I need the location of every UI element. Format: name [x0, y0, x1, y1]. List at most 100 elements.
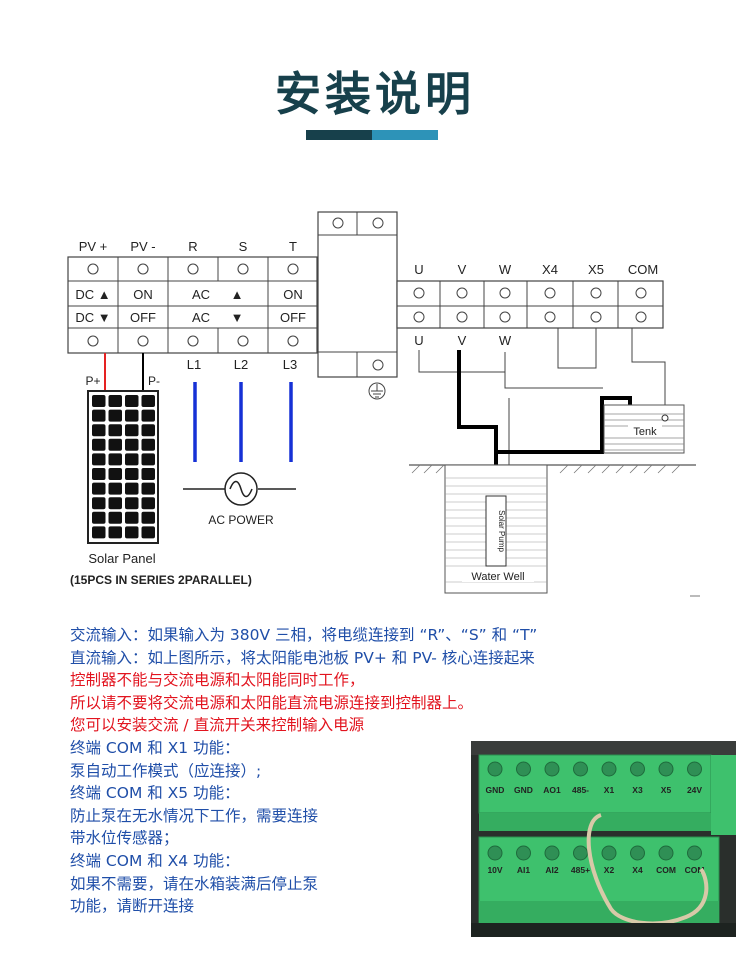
terminal-label: AI1 — [517, 865, 531, 875]
terminal-screw — [544, 761, 560, 777]
label-r: R — [188, 239, 197, 254]
solar-cell — [108, 497, 122, 510]
solar-cell — [141, 395, 155, 407]
terminal-screw — [573, 761, 588, 777]
title-underline-accent — [372, 130, 438, 140]
solar-cell — [141, 497, 155, 510]
note-line: 终端 COM 和 X1 功能： — [70, 738, 240, 757]
title-underline-dark — [306, 130, 372, 140]
solar-pump — [485, 495, 507, 567]
solar-cell — [92, 409, 106, 422]
solar-cell — [92, 497, 106, 510]
installation-notes: 交流输入：如果输入为 380V 三相，将电缆连接到 “R”、“S” 和 “T” … — [70, 624, 630, 918]
solar-cell — [92, 453, 106, 466]
jumper-wire — [586, 813, 709, 926]
label-pv-minus: PV - — [130, 239, 155, 254]
solar-cell — [125, 482, 139, 495]
solar-cell — [108, 424, 122, 437]
terminal-screw — [658, 761, 674, 777]
terminal-label: 24V — [687, 785, 702, 795]
terminal-label: AO1 — [543, 785, 561, 795]
terminal-screw — [658, 845, 674, 861]
label-off-2: OFF — [280, 310, 306, 325]
terminal-label: GND — [486, 785, 505, 795]
label-dc-up: DC ▲ — [75, 287, 110, 302]
terminal-screw — [487, 845, 503, 861]
solar-cell — [92, 424, 106, 437]
solar-cell — [108, 438, 122, 451]
note-line: 功能，请断开连接 — [70, 897, 195, 916]
terminal-block-top — [478, 754, 712, 814]
label-ac-1: AC — [192, 287, 210, 302]
label-p-minus: P- — [148, 374, 160, 388]
label-out-v: V — [458, 262, 467, 277]
solar-cell — [141, 482, 155, 495]
solar-cell — [92, 438, 106, 451]
label-t: T — [289, 239, 297, 254]
terminal-label: COM — [656, 865, 676, 875]
solar-cell — [125, 511, 139, 524]
solar-cell — [125, 453, 139, 466]
terminal-screw — [516, 761, 531, 777]
note-line-warning: 您可以安装交流 / 直流开关来控制输入电源 — [70, 716, 365, 735]
solar-cell — [92, 395, 106, 407]
solar-cell — [108, 482, 122, 495]
solar-cell — [141, 409, 155, 422]
solar-cell — [125, 409, 139, 422]
terminal-label: X4 — [632, 865, 643, 875]
series-note: (15PCS IN SERIES 2PARALLEL) — [70, 573, 252, 587]
terminal-label: 10V — [487, 865, 502, 875]
terminal-screw — [573, 845, 588, 861]
label-bottom-v: V — [458, 333, 467, 348]
label-out-com: COM — [628, 262, 658, 277]
arrow-up-icon: ▲ — [231, 287, 244, 302]
ac-source-icon — [183, 472, 296, 506]
ground-icon — [368, 382, 386, 400]
tank-label: Tenk — [633, 426, 657, 438]
terminal-screw — [544, 845, 560, 861]
terminal-label: AI2 — [545, 865, 559, 875]
solar-cell — [108, 526, 122, 539]
label-out-x5: X5 — [588, 262, 604, 277]
terminal-screw — [630, 761, 645, 777]
terminal-label: X1 — [604, 785, 615, 795]
note-line: 直流输入：如上图所示，将太阳能电池板 PV+ 和 PV- 核心连接起来 — [70, 648, 535, 667]
label-bottom-w: W — [499, 333, 512, 348]
solar-cell — [141, 453, 155, 466]
page-title: 安装说明 — [275, 67, 475, 121]
label-on-1: ON — [133, 287, 153, 302]
solar-cell — [108, 409, 122, 422]
output-screws — [413, 287, 647, 323]
output-terminal-block — [396, 280, 664, 329]
label-ac-2: AC — [192, 310, 210, 325]
note-line: 交流输入：如果输入为 380V 三相，将电缆连接到 “R”、“S” 和 “T” — [70, 626, 538, 644]
solar-cell — [92, 468, 106, 480]
note-line: 终端 COM 和 X4 功能： — [70, 851, 240, 870]
solar-cell — [125, 497, 139, 510]
terminal-label: 485- — [572, 785, 589, 795]
solar-cell — [108, 395, 122, 407]
terminal-screw — [687, 845, 702, 861]
solar-cell — [92, 511, 106, 524]
label-out-u: U — [414, 262, 423, 277]
terminal-label: X5 — [661, 785, 672, 795]
solar-panel-label: Solar Panel — [88, 551, 155, 566]
label-l1: L1 — [187, 357, 201, 372]
breaker-module — [317, 211, 398, 378]
terminal-screw — [487, 761, 503, 777]
label-l2: L2 — [234, 357, 248, 372]
solar-cell — [125, 424, 139, 437]
note-line: 如果不需要，请在水箱装满后停止泵 — [70, 874, 319, 893]
solar-cell — [92, 482, 106, 495]
label-l3: L3 — [283, 357, 297, 372]
solar-cell — [141, 526, 155, 539]
label-bottom-u: U — [414, 333, 423, 348]
solar-cell — [125, 526, 139, 539]
terminal-label: COM — [685, 865, 705, 875]
solar-cell — [108, 468, 122, 480]
label-off-1: OFF — [130, 310, 156, 325]
wiring-diagram: PV + PV - R S T DC ▲ ON AC ▲ ON DC ▼ OFF… — [67, 211, 700, 597]
terminal-screw — [687, 761, 702, 777]
